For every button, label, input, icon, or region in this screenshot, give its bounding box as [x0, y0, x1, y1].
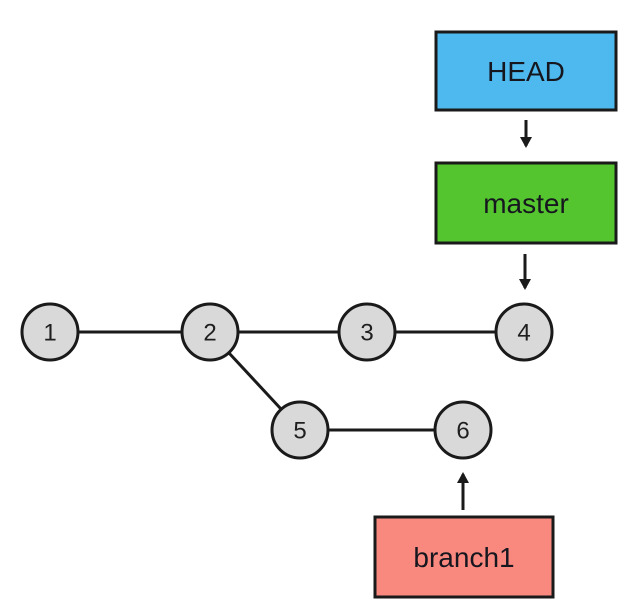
head-box-label: HEAD [487, 56, 565, 87]
commit-node-1-circle [20, 302, 80, 362]
branch1-box-rect [373, 515, 555, 599]
commit-node-3-label: 3 [360, 319, 373, 346]
commit-node-4-label: 4 [517, 319, 530, 346]
commit-node-3-circle [337, 302, 397, 362]
head-box-rect [434, 30, 618, 112]
commit-node-2-circle [180, 302, 240, 362]
master-box: master [434, 161, 618, 245]
commit-node-1-label: 1 [43, 319, 56, 346]
commit-node-5-circle [270, 400, 330, 460]
commit-node-6-circle [433, 400, 493, 460]
commit-node-4-circle [494, 302, 554, 362]
commit-node-4: 4 [494, 302, 554, 362]
commit-node-5-label: 5 [293, 417, 306, 444]
commit-node-6-label: 6 [456, 417, 469, 444]
commit-node-2-label: 2 [203, 319, 216, 346]
head-box: HEAD [434, 30, 618, 112]
commit-node-3: 3 [337, 302, 397, 362]
branch1-box: branch1 [373, 515, 555, 599]
commit-node-5: 5 [270, 400, 330, 460]
commit-node-6: 6 [433, 400, 493, 460]
master-box-rect [434, 161, 618, 245]
branch1-box-label: branch1 [413, 542, 514, 573]
master-box-label: master [483, 188, 569, 219]
edge-2-5 [227, 351, 283, 411]
commit-node-2: 2 [180, 302, 240, 362]
commit-node-1: 1 [20, 302, 80, 362]
